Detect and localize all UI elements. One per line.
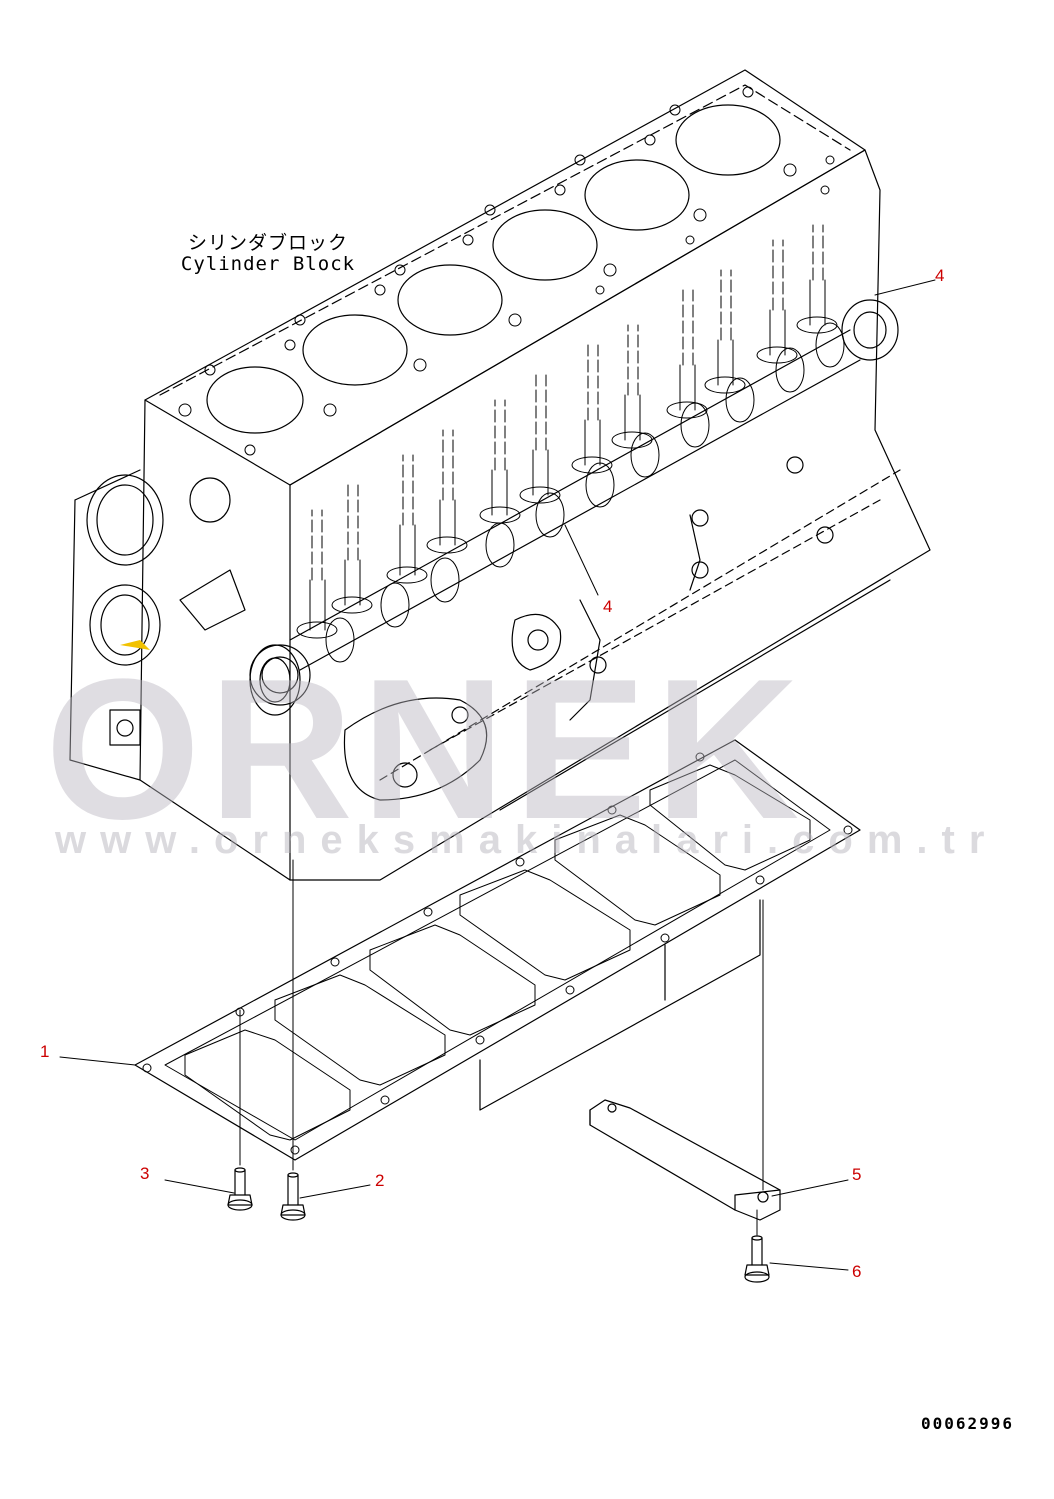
bolt-6	[744, 1235, 770, 1283]
document-number: 00062996	[920, 1414, 1014, 1433]
callout-part-1: 1	[40, 1042, 50, 1061]
alignment-lines	[239, 859, 764, 1236]
cylinder-block	[69, 69, 931, 881]
leader-lines	[59, 279, 936, 1271]
bolt-2	[280, 1172, 306, 1221]
oil-pan-gasket	[134, 739, 861, 1161]
watermark-logo: ORNEK	[45, 638, 808, 861]
callout-part-4-mid: 4	[603, 597, 613, 616]
watermark-url: www.orneksmakinalari.com.tr	[55, 818, 999, 862]
bolt-3	[227, 1167, 253, 1211]
accent-mark	[120, 640, 150, 650]
caption-jp: シリンダブロック	[187, 232, 348, 254]
camshaft	[249, 224, 899, 706]
callout-part-6: 6	[852, 1262, 862, 1281]
caption-en: Cylinder Block	[180, 253, 356, 275]
callout-part-3: 3	[140, 1164, 150, 1183]
callout-part-5: 5	[852, 1165, 862, 1184]
stiffener-bar	[589, 1099, 781, 1221]
callout-part-4-top: 4	[935, 266, 945, 285]
callout-part-2: 2	[375, 1171, 385, 1190]
